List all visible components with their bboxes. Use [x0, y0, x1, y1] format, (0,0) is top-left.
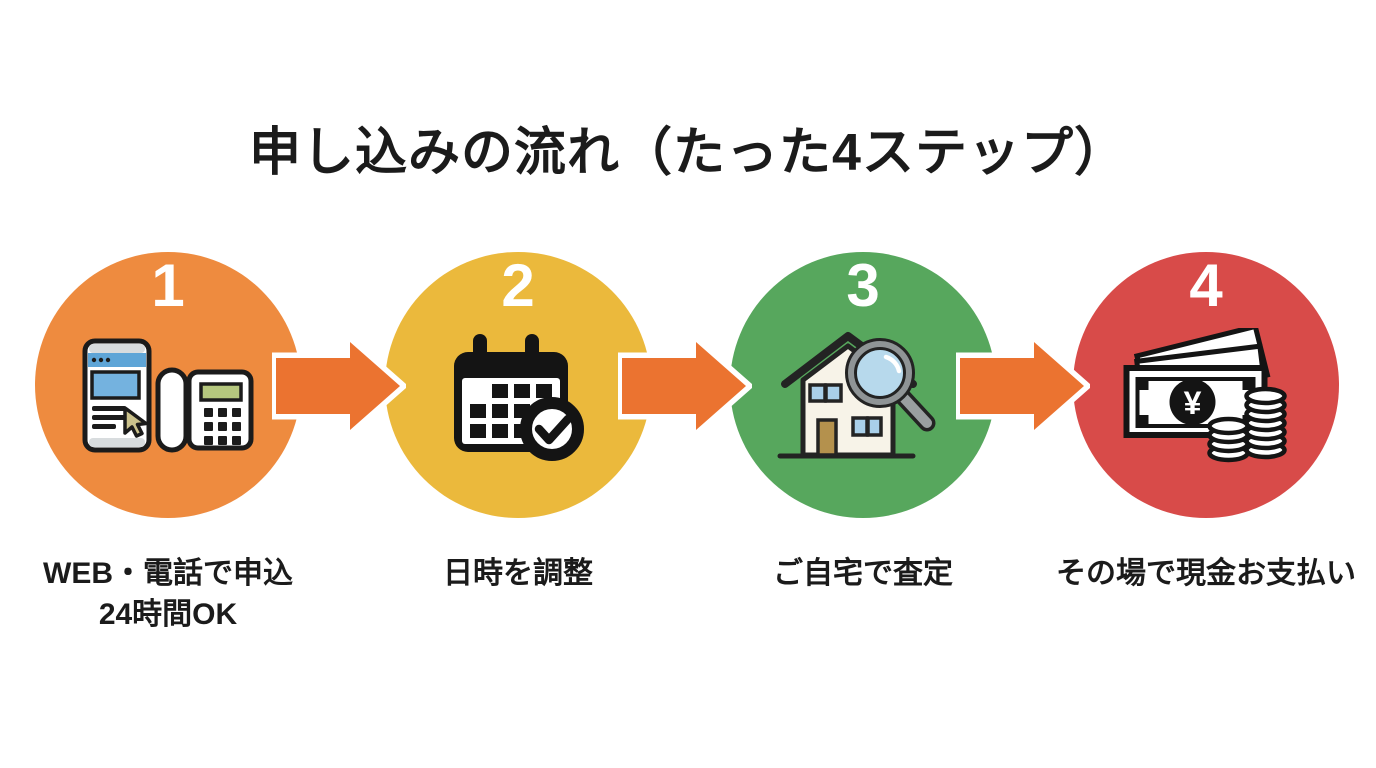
step-2-number: 2 — [501, 252, 535, 319]
step-2-label: 日時を調整 — [443, 557, 593, 590]
step-2: 2 日時を調整 — [385, 252, 651, 590]
calendar-check-icon — [454, 334, 584, 461]
cash-coins-icon: ¥ — [1123, 328, 1287, 463]
step-3-label: ご自宅で査定 — [773, 557, 953, 590]
step-4-number: 4 — [1189, 252, 1223, 319]
arrow-2-icon — [618, 336, 752, 436]
arrow-3-icon — [956, 336, 1090, 436]
step-3-number: 3 — [846, 252, 880, 319]
page-title: 申し込みの流れ（たった4ステップ） — [249, 124, 1127, 182]
yen-symbol: ¥ — [1184, 385, 1202, 421]
step-1-number: 1 — [151, 252, 185, 319]
coin-stack-tall — [1244, 386, 1287, 460]
step-1: 1 WEB・電話で申込 24時間OK — [35, 252, 301, 631]
step-1-label-line1: WEB・電話で申込 — [43, 557, 293, 590]
step-1-label: WEB・電話で申込 24時間OK — [43, 553, 293, 635]
step-1-label-line2: 24時間OK — [98, 598, 238, 631]
step-3: 3 ご自宅で査定 — [730, 252, 996, 590]
web-phone-icon — [82, 338, 254, 453]
step-4-label: その場で現金お支払い — [1056, 557, 1356, 590]
arrow-1-icon — [272, 336, 406, 436]
house-magnifier-icon — [777, 332, 936, 459]
step-4: 4 ¥ — [1056, 252, 1356, 590]
coin-stack-short — [1207, 416, 1250, 463]
